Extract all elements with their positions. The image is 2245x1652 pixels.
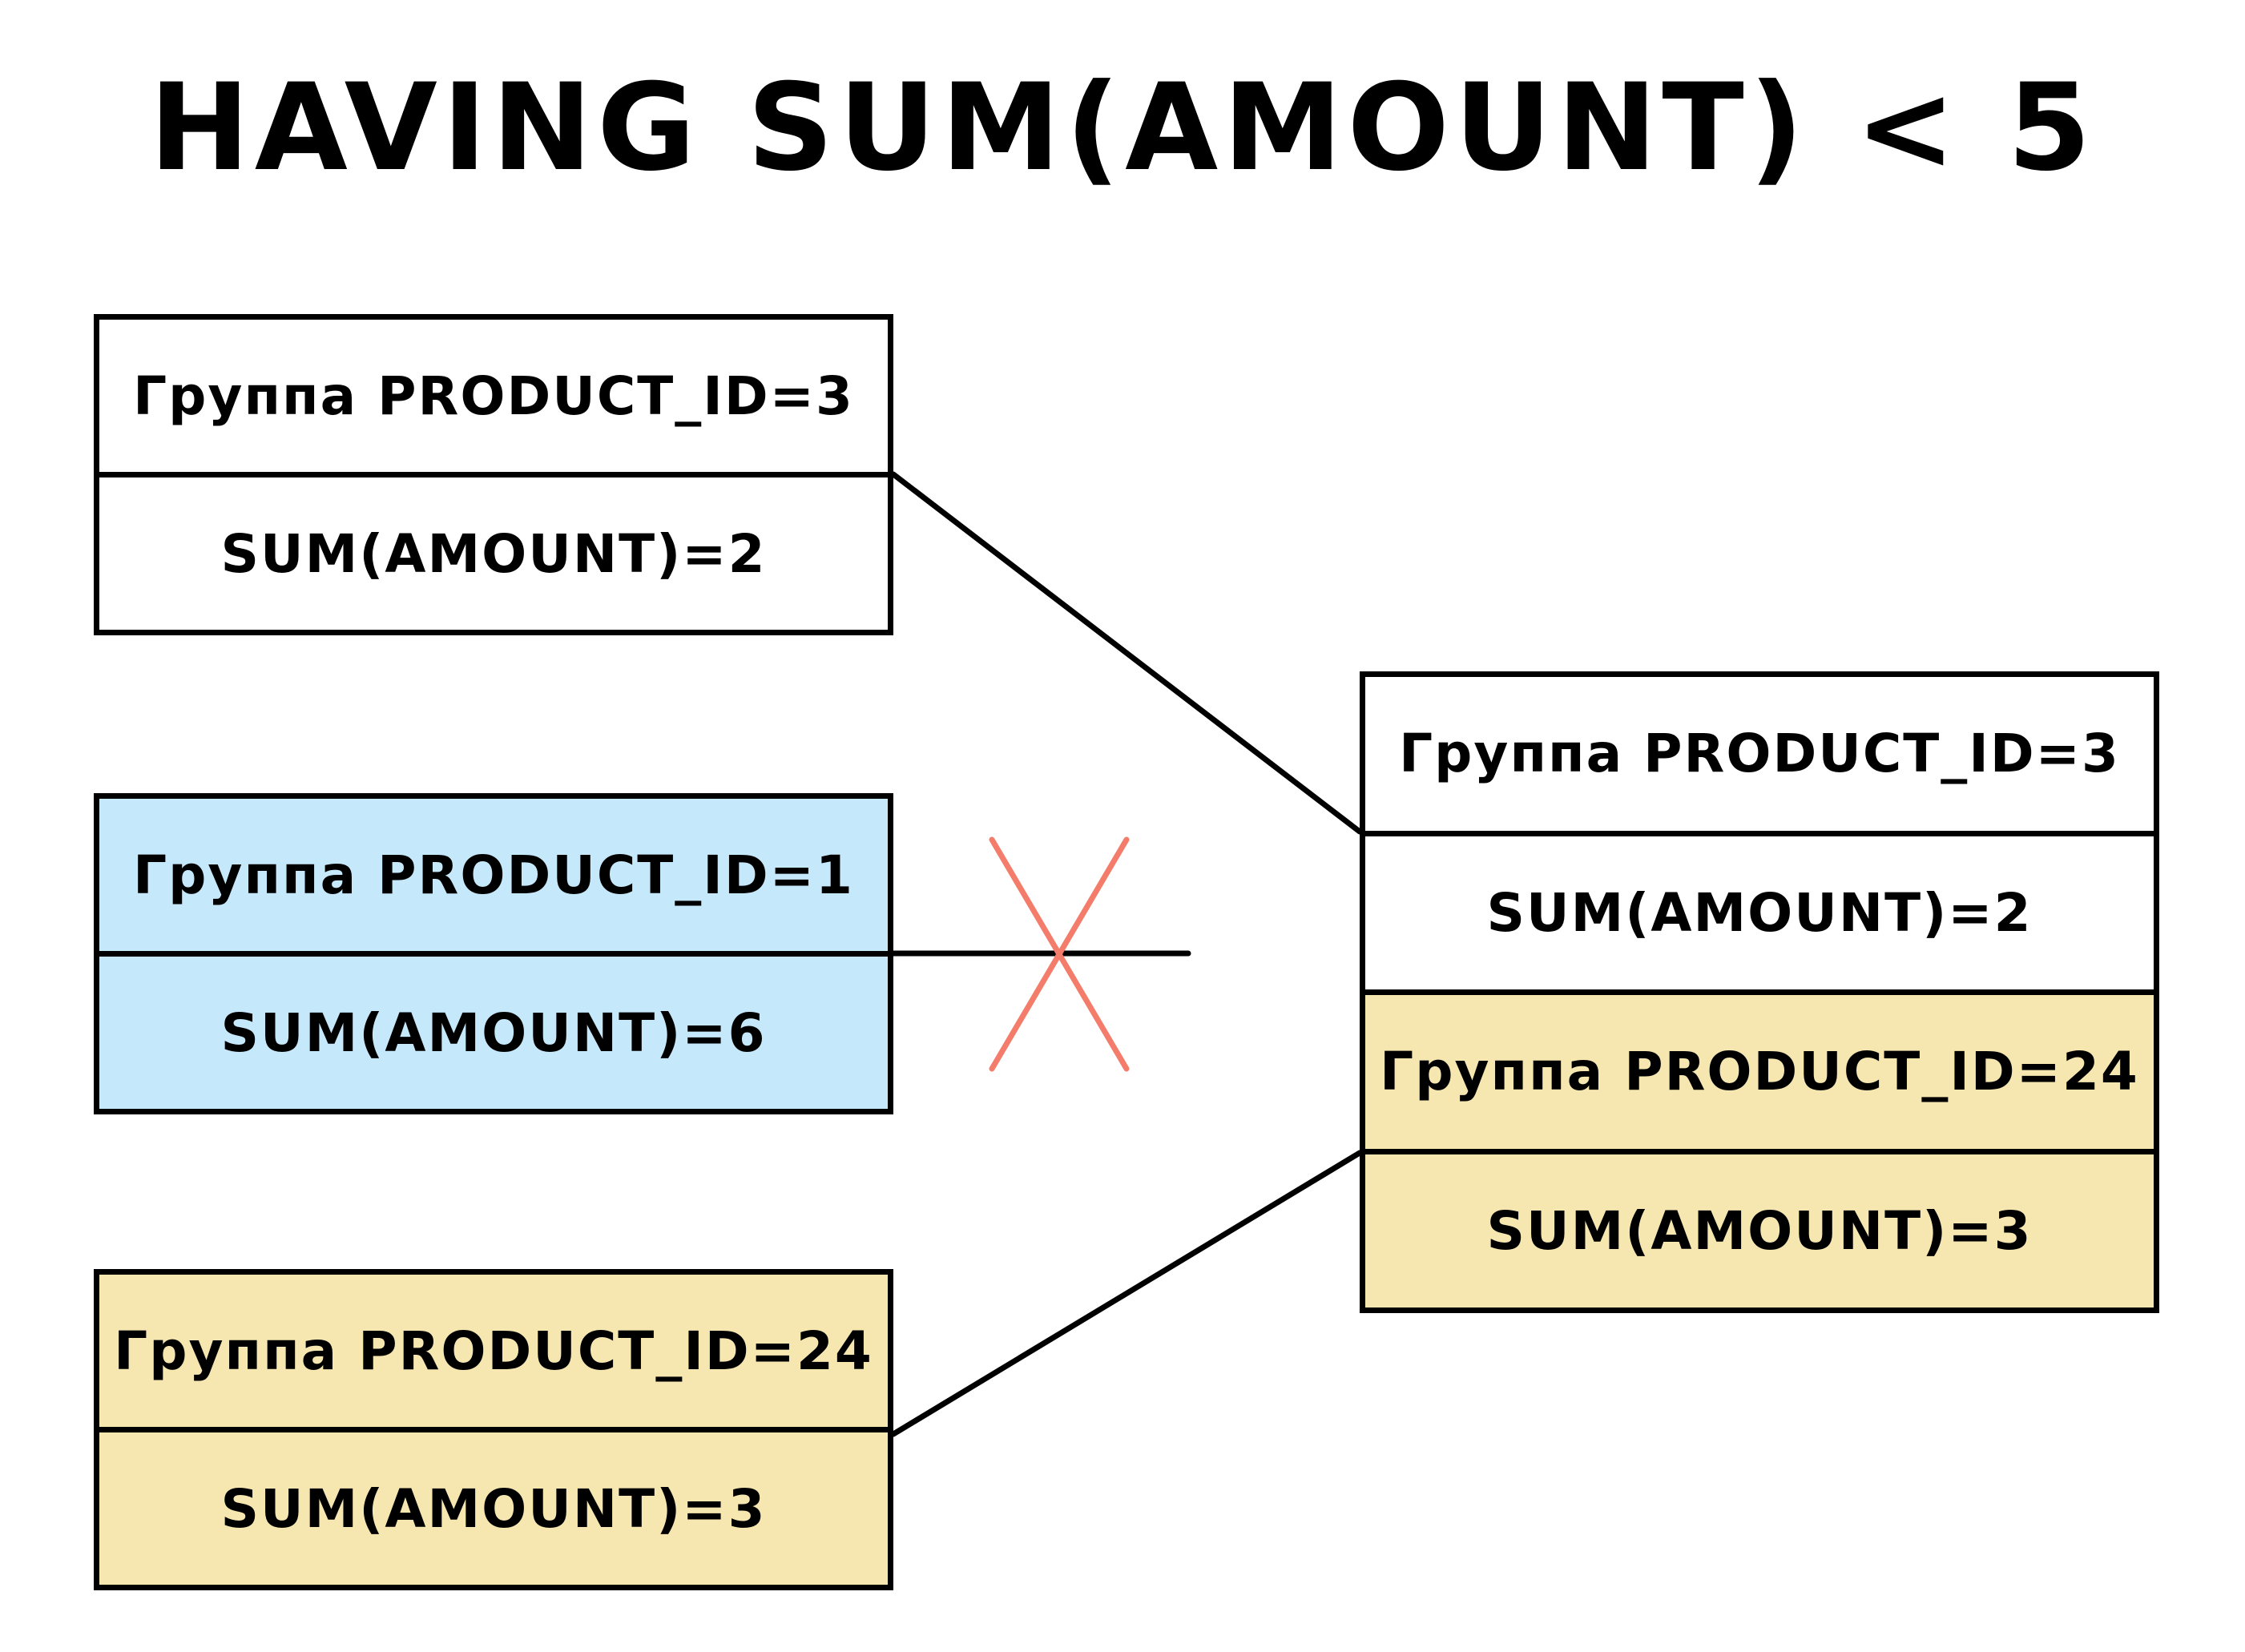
group-box-product-24: Группа PRODUCT_ID=24 SUM(AMOUNT)=3 — [94, 1269, 893, 1590]
group-label-cell: Группа PRODUCT_ID=24 — [99, 1275, 888, 1427]
group-box-product-3: Группа PRODUCT_ID=3 SUM(AMOUNT)=2 — [94, 314, 893, 635]
group-label-cell: Группа PRODUCT_ID=3 — [99, 320, 888, 472]
group-box-product-1: Группа PRODUCT_ID=1 SUM(AMOUNT)=6 — [94, 793, 893, 1114]
sum-label-cell: SUM(AMOUNT)=3 — [99, 1427, 888, 1585]
connector-group-24 — [890, 1150, 1363, 1437]
sum-label-cell: SUM(AMOUNT)=2 — [99, 472, 888, 630]
result-group-label-cell: Группа PRODUCT_ID=3 — [1365, 677, 2154, 831]
cross-icon — [989, 836, 1130, 1072]
group-label-cell: Группа PRODUCT_ID=1 — [99, 799, 888, 951]
cross-stroke-a — [989, 836, 1130, 1072]
result-sum-label-cell: SUM(AMOUNT)=2 — [1365, 830, 2154, 989]
cross-stroke-b — [989, 836, 1130, 1072]
connector-group-3 — [890, 471, 1363, 835]
sum-label-cell: SUM(AMOUNT)=6 — [99, 951, 888, 1109]
result-sum-label-cell: SUM(AMOUNT)=3 — [1365, 1148, 2154, 1307]
result-box: Группа PRODUCT_ID=3 SUM(AMOUNT)=2 Группа… — [1360, 671, 2159, 1313]
result-group-label-cell: Группа PRODUCT_ID=24 — [1365, 989, 2154, 1149]
diagram-title: HAVING SUM(AMOUNT) < 5 — [149, 58, 2096, 198]
